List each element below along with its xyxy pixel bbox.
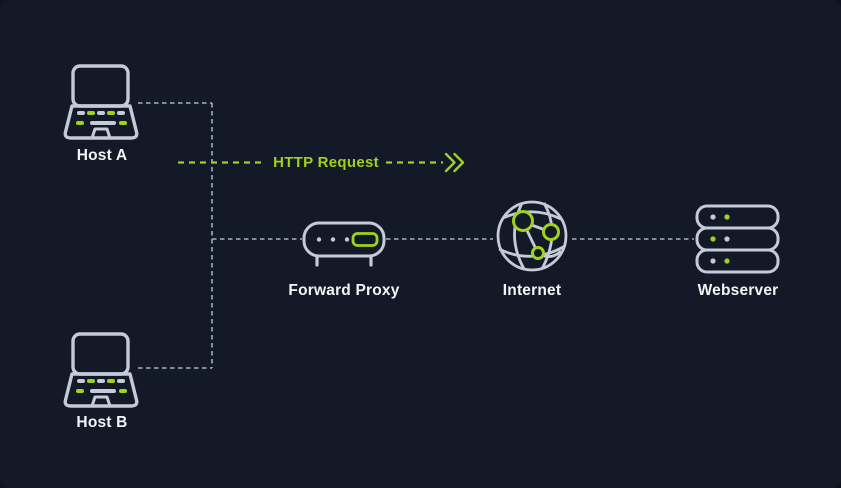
proxy-port-indicator: [351, 232, 379, 247]
proxy-router-icon: [302, 221, 386, 267]
globe-network-icon: [496, 200, 568, 272]
double-chevron-right-icon: [444, 152, 465, 173]
globe-node-large: [512, 210, 534, 232]
laptop-icon: [63, 64, 139, 140]
host-b-label: Host B: [76, 414, 128, 431]
webserver-label: Webserver: [697, 282, 779, 299]
host-a-label: Host A: [76, 147, 128, 164]
forward-proxy-label: Forward Proxy: [288, 282, 400, 299]
http-request-flow: [178, 152, 465, 173]
globe-node-small: [531, 246, 545, 260]
internet-label: Internet: [502, 282, 562, 299]
server-stack-icon: [695, 204, 780, 274]
http-request-label: HTTP Request: [273, 154, 379, 171]
globe-node-medium: [542, 223, 560, 241]
laptop-icon: [63, 332, 139, 408]
